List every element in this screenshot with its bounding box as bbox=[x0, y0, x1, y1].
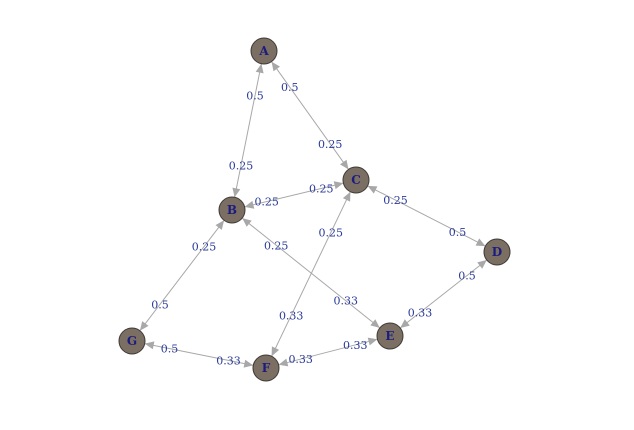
node-label-B: B bbox=[227, 203, 237, 217]
edge-line-C-F bbox=[271, 191, 351, 357]
arrow-head-to-G bbox=[139, 321, 149, 331]
node-C[interactable]: C bbox=[342, 166, 370, 194]
edge-label-B-C-near-C: 0.25 bbox=[309, 182, 334, 195]
node-circle-G[interactable] bbox=[118, 327, 146, 355]
edge-label-C-F-near-C: 0.25 bbox=[319, 227, 344, 240]
edge-label-E-F-near-F: 0.33 bbox=[288, 353, 313, 366]
node-circle-E[interactable] bbox=[376, 322, 404, 350]
edge-label-A-B-near-B: 0.25 bbox=[229, 160, 254, 173]
edge-labels-layer: 0.5 0.25 0.5 0.25 0.25 0.25 0.25 0.5 0.25 0.33 0.2… bbox=[151, 81, 476, 367]
arrow-head-to-F bbox=[243, 359, 254, 368]
edge-G-F bbox=[144, 341, 254, 368]
edge-line-E-F bbox=[278, 338, 378, 366]
edge-A-C bbox=[271, 61, 349, 170]
edge-label-B-G-near-B: 0.25 bbox=[192, 241, 217, 254]
arrow-head-to-B bbox=[215, 220, 225, 230]
node-E[interactable]: E bbox=[376, 322, 404, 350]
node-circle-D[interactable] bbox=[483, 238, 511, 266]
edge-line-G-F bbox=[144, 343, 254, 366]
arrow-head-to-B bbox=[242, 218, 252, 227]
edge-B-C bbox=[244, 181, 344, 209]
edge-label-C-D-near-C: 0.25 bbox=[383, 194, 408, 207]
nodes-layer: A B C D E F G bbox=[118, 37, 511, 382]
edge-line-A-C bbox=[271, 61, 349, 170]
edge-C-D bbox=[367, 185, 486, 247]
node-circle-B[interactable] bbox=[218, 196, 246, 224]
arrow-head-to-G bbox=[144, 341, 155, 350]
edge-line-A-B bbox=[234, 63, 262, 198]
arrow-head-to-B bbox=[232, 187, 241, 198]
edge-label-E-F-near-E: 0.33 bbox=[343, 339, 368, 352]
arrow-head-to-A bbox=[255, 63, 264, 74]
node-label-F: F bbox=[262, 361, 271, 375]
node-circle-F[interactable] bbox=[252, 354, 280, 382]
edge-E-F bbox=[278, 337, 378, 367]
edge-line-B-G bbox=[139, 219, 225, 332]
edge-B-G bbox=[139, 219, 225, 332]
edge-label-A-B-near-A: 0.5 bbox=[246, 90, 264, 103]
arrow-head-to-F bbox=[278, 358, 289, 367]
arrow-head-to-C bbox=[367, 185, 378, 194]
arrow-head-to-C bbox=[333, 181, 344, 190]
edge-A-B bbox=[232, 63, 264, 198]
arrow-head-to-A bbox=[271, 61, 280, 72]
edge-label-B-G-near-G: 0.5 bbox=[151, 298, 169, 311]
edge-D-E bbox=[399, 259, 488, 329]
edge-label-G-F-near-F: 0.33 bbox=[216, 354, 241, 367]
arrow-head-to-F bbox=[271, 346, 280, 357]
node-label-E: E bbox=[385, 329, 394, 343]
edge-label-A-C-near-A: 0.5 bbox=[281, 81, 299, 94]
arrow-head-to-D bbox=[477, 260, 487, 269]
edge-label-A-C-near-C: 0.25 bbox=[318, 138, 343, 151]
edge-label-B-E-near-B: 0.25 bbox=[264, 239, 289, 252]
edge-C-F bbox=[271, 191, 351, 357]
edge-label-C-D-near-D: 0.5 bbox=[449, 226, 467, 239]
edge-label-D-E-near-E: 0.33 bbox=[408, 307, 433, 320]
arrow-head-to-C bbox=[342, 191, 351, 202]
node-B[interactable]: B bbox=[218, 196, 246, 224]
node-label-D: D bbox=[492, 245, 502, 259]
node-label-A: A bbox=[258, 44, 269, 58]
edge-label-B-E-near-E: 0.33 bbox=[334, 295, 359, 308]
node-circle-C[interactable] bbox=[342, 166, 370, 194]
edge-label-B-C-near-B: 0.25 bbox=[254, 196, 279, 209]
node-label-G: G bbox=[127, 334, 137, 348]
node-circle-A[interactable] bbox=[250, 37, 278, 65]
edge-line-B-C bbox=[244, 182, 344, 208]
arrow-head-to-E bbox=[367, 337, 378, 346]
edge-label-G-F-near-G: 0.5 bbox=[161, 343, 179, 356]
arrow-head-to-E bbox=[400, 319, 410, 328]
node-label-C: C bbox=[351, 173, 361, 187]
arrow-head-to-D bbox=[475, 238, 486, 247]
arrow-head-to-B bbox=[244, 200, 255, 209]
edge-label-D-E-near-D: 0.5 bbox=[458, 270, 476, 283]
edges-layer bbox=[139, 61, 488, 368]
arrow-head-to-E bbox=[370, 319, 380, 328]
arrow-head-to-C bbox=[340, 159, 349, 170]
node-D[interactable]: D bbox=[483, 238, 511, 266]
node-A[interactable]: A bbox=[250, 37, 278, 65]
edge-label-C-F-near-F: 0.33 bbox=[279, 309, 304, 322]
node-F[interactable]: F bbox=[252, 354, 280, 382]
edge-line-D-E bbox=[399, 259, 488, 329]
edge-line-C-D bbox=[367, 185, 486, 247]
node-G[interactable]: G bbox=[118, 327, 146, 355]
